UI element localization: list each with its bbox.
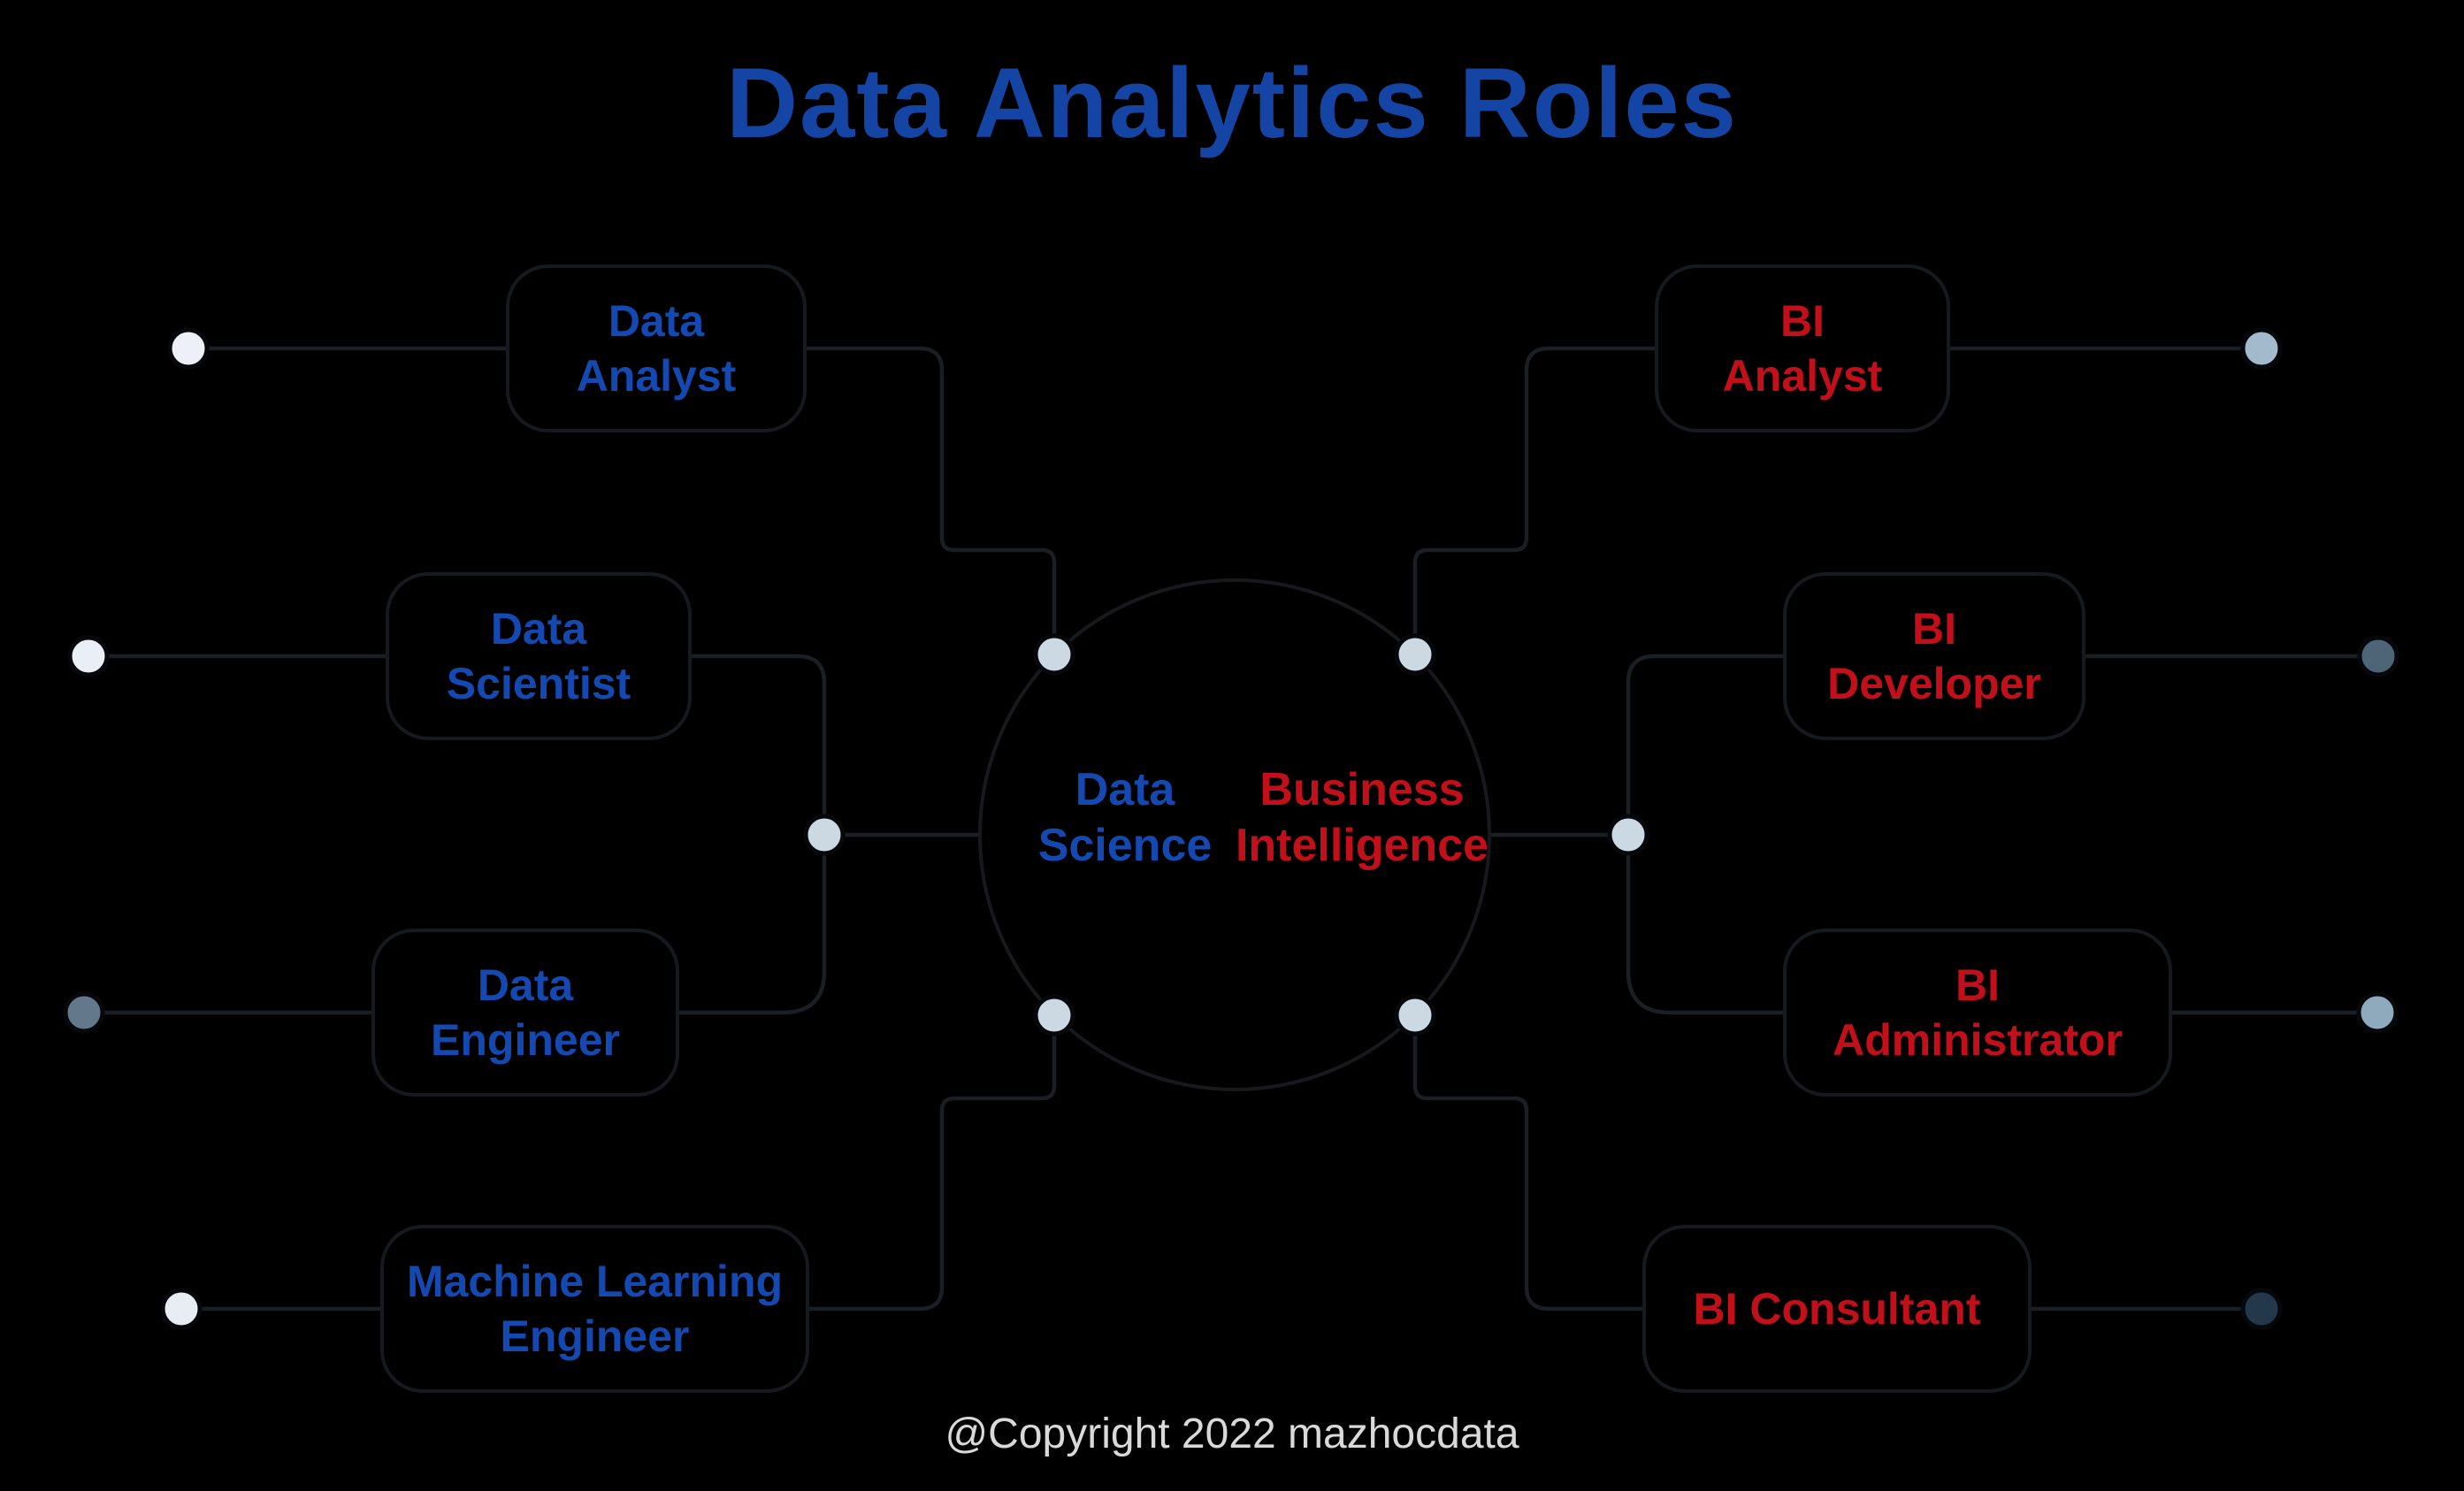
- node-bi-analyst: BI Analyst: [1655, 264, 1950, 432]
- node-label-line: Analyst: [1722, 351, 1883, 401]
- circle-bottom-right-junction-dot: [1394, 994, 1436, 1036]
- circle-label-data-science: Data Science: [983, 762, 1266, 875]
- data-scientist-endpoint-dot: [67, 635, 110, 677]
- circle-top-left-junction-dot: [1033, 633, 1075, 676]
- node-label-line: Data: [490, 604, 587, 654]
- left-middle-junction-dot: [803, 814, 846, 856]
- node-label-line: Scientist: [446, 659, 631, 708]
- line-circle-to-bi-consultant: [1412, 1036, 1642, 1311]
- center-circle-outline: [978, 578, 1491, 1091]
- line-data-scientist-to-junction: [692, 654, 827, 814]
- right-middle-junction-dot: [1607, 814, 1649, 856]
- data-engineer-endpoint-dot: [63, 991, 105, 1034]
- node-label-line: Analyst: [576, 351, 737, 401]
- node-label-line: Machine Learning: [406, 1257, 784, 1306]
- node-bi-administrator: BI Administrator: [1783, 929, 2172, 1097]
- line-ml-engineer-to-circle: [807, 1036, 1057, 1311]
- circle-bottom-left-junction-dot: [1033, 994, 1075, 1036]
- node-data-engineer: Data Engineer: [371, 929, 679, 1097]
- node-label-line: BI Consultant: [1693, 1284, 1981, 1334]
- circle-label-line: Data: [1075, 764, 1175, 815]
- page-title: Data Analytics Roles: [726, 48, 1738, 158]
- junction-dots: [803, 633, 1649, 1036]
- circle-label-line: Business: [1259, 764, 1465, 815]
- node-data-analyst: Data Analyst: [506, 264, 807, 432]
- line-bi-analyst-to-circle: [1412, 346, 1655, 634]
- bi-consultant-endpoint-dot: [2240, 1288, 2283, 1330]
- node-label-line: Data: [477, 960, 574, 1010]
- node-bi-consultant: BI Consultant: [1642, 1225, 2032, 1393]
- endpoint-dots: [63, 327, 2399, 1330]
- node-label-line: Administrator: [1833, 1015, 2123, 1065]
- node-data-scientist: Data Scientist: [386, 572, 692, 740]
- bi-developer-endpoint-dot: [2357, 635, 2399, 677]
- line-junction-to-bi-administrator: [1626, 855, 1783, 1015]
- node-label-line: Engineer: [431, 1015, 620, 1065]
- bi-administrator-endpoint-dot: [2356, 991, 2399, 1034]
- node-label-line: Data: [608, 296, 705, 346]
- line-bi-developer-to-junction: [1626, 654, 1783, 814]
- circle-label-line: Science: [1037, 820, 1213, 872]
- node-ml-engineer: Machine Learning Engineer: [380, 1225, 809, 1393]
- copyright-text: @Copyright 2022 mazhocdata: [945, 1411, 1519, 1457]
- line-junction-to-data-engineer: [679, 855, 827, 1015]
- ml-engineer-endpoint-dot: [160, 1288, 203, 1330]
- circle-top-right-junction-dot: [1394, 633, 1436, 676]
- circle-label-business-intelligence: Business Intelligence: [1194, 762, 1530, 875]
- node-label-line: BI: [1955, 960, 2000, 1010]
- node-bi-developer: BI Developer: [1783, 572, 2085, 740]
- node-label-line: Engineer: [500, 1311, 690, 1361]
- bi-analyst-endpoint-dot: [2240, 327, 2283, 370]
- line-data-analyst-to-circle: [807, 346, 1057, 634]
- data-analyst-endpoint-dot: [167, 327, 210, 370]
- connector-lines: [103, 346, 2359, 1311]
- node-label-line: BI: [1912, 604, 1956, 654]
- node-label-line: BI: [1780, 296, 1825, 346]
- node-label-line: Developer: [1827, 659, 2041, 708]
- circle-label-line: Intelligence: [1235, 820, 1489, 872]
